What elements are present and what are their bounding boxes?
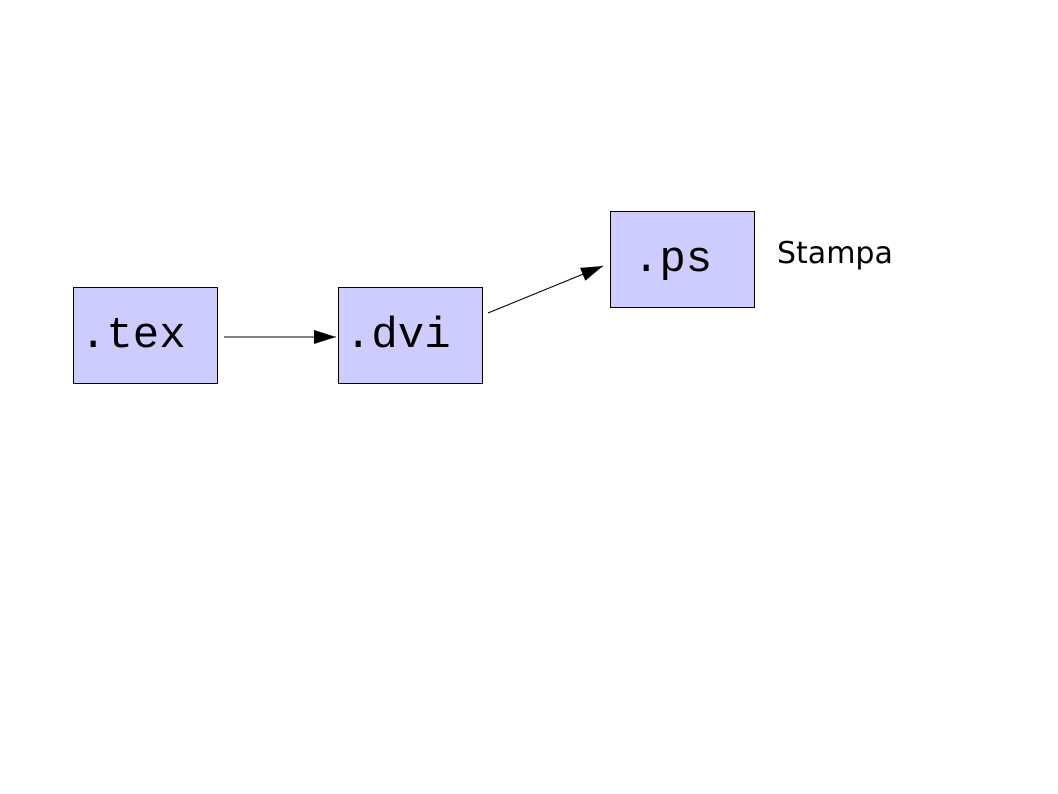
- node-dvi: .dvi: [338, 287, 483, 384]
- node-tex-label: .tex: [80, 310, 186, 361]
- edge-dvi-to-ps: [487, 265, 604, 314]
- node-tex: .tex: [73, 287, 218, 384]
- node-ps-label: .ps: [633, 234, 713, 285]
- node-ps: .ps: [610, 211, 755, 308]
- stampa-annotation: Stampa: [777, 236, 893, 271]
- node-dvi-label: .dvi: [345, 310, 451, 361]
